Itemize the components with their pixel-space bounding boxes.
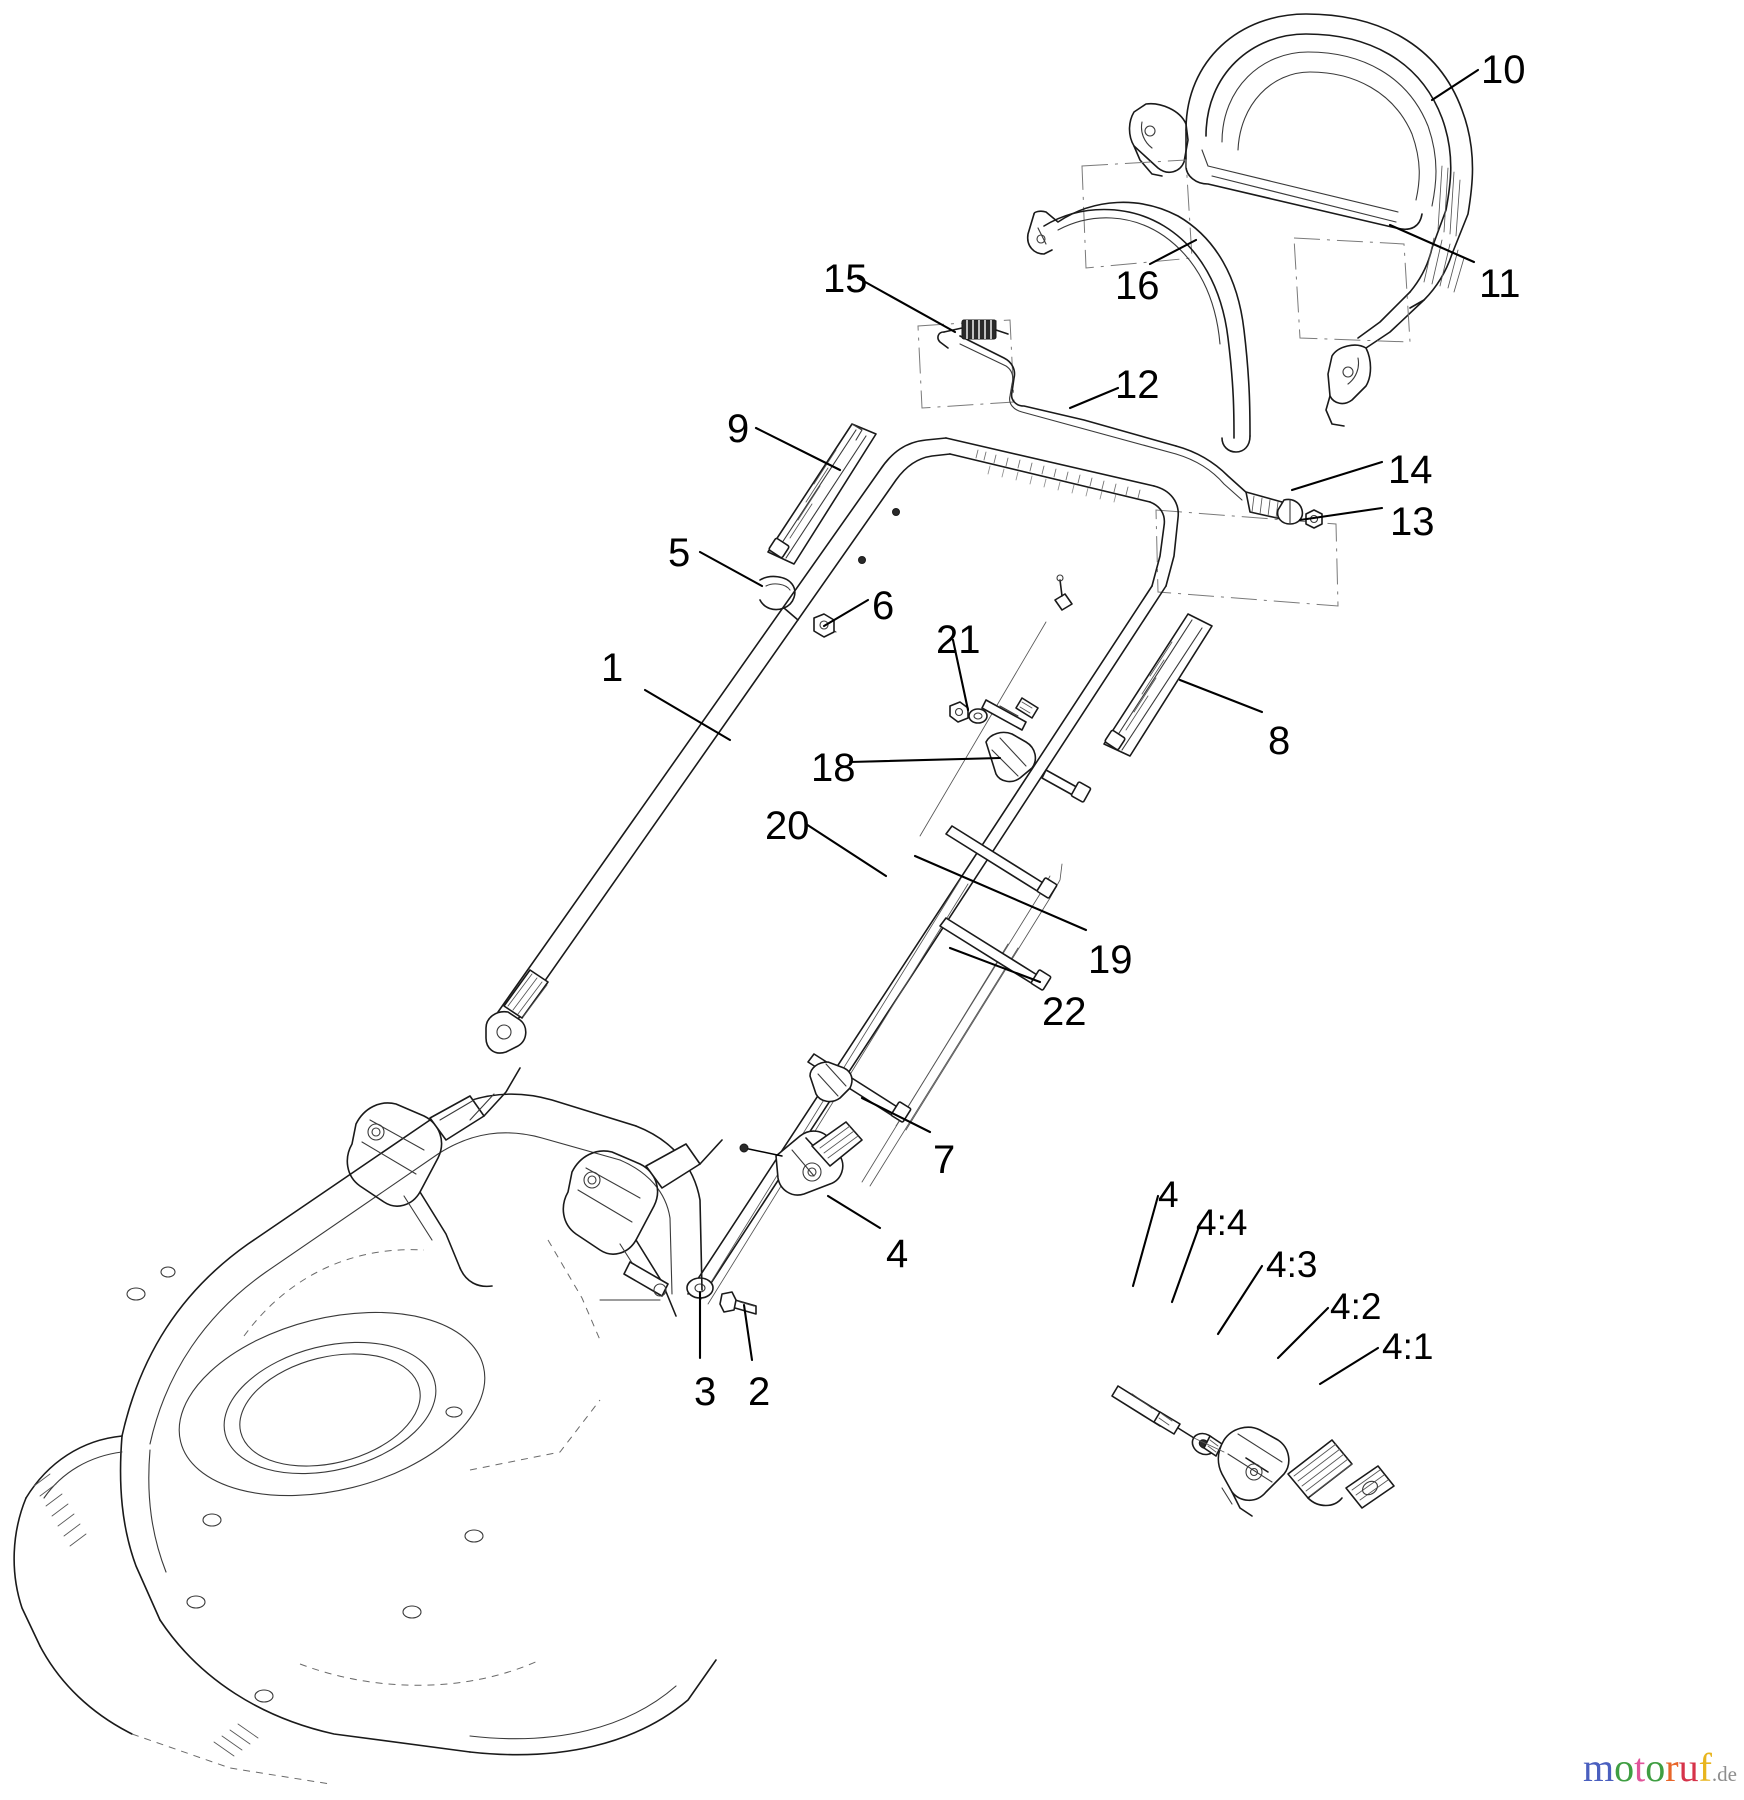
handle-mount-bracket-left: [346, 969, 549, 1288]
callout-label-4-detail: 4: [1158, 1174, 1179, 1215]
watermark-letter-o1: o: [1614, 1745, 1635, 1790]
callout-label-16: 16: [1115, 264, 1160, 308]
detail-part-4-2-ribbed-knob: [1287, 1439, 1353, 1507]
extension-spring-part-15: [937, 319, 1009, 349]
callout-label-9: 9: [727, 407, 750, 451]
carriage-bolt-part-2: [719, 1291, 757, 1315]
callout-label-4-2: 4:2: [1330, 1286, 1382, 1327]
detail-part-4-1-ribbed-nut: [1345, 1465, 1395, 1509]
detail-part-4-4-washer: [1191, 1432, 1223, 1457]
control-rods-19-20-22: [699, 574, 1073, 1305]
callout-label-4: 4: [886, 1232, 909, 1276]
watermark-letter-u: u: [1678, 1745, 1699, 1790]
callout-label-11: 11: [1479, 262, 1521, 306]
hinge-plate-part-8: [1103, 613, 1213, 757]
callout-label-22: 22: [1042, 990, 1087, 1034]
spacer-part-7: [809, 1061, 853, 1103]
callout-label-3: 3: [694, 1370, 717, 1414]
detail-part-4-pin: [1111, 1385, 1195, 1439]
handle-mount-bracket-right: [547, 1139, 723, 1341]
watermark-letter-f: f: [1698, 1745, 1712, 1790]
callout-label-19: 19: [1088, 938, 1133, 982]
leader-lines: [643, 68, 1480, 1386]
motoruf-watermark: motoruf.de: [1583, 1748, 1737, 1788]
callout-label-1: 1: [601, 646, 624, 690]
handle-knob-part-4: [739, 1121, 863, 1196]
hairpin-clip-part-5: [759, 575, 799, 621]
hinge-plate-part-9: [767, 423, 877, 565]
lower-handle-frame-part-1: [497, 437, 1179, 1301]
callout-label-10: 10: [1481, 48, 1526, 92]
callout-label-6: 6: [872, 584, 895, 628]
callout-label-4-1: 4:1: [1382, 1326, 1434, 1367]
callout-label-4-4: 4:4: [1196, 1202, 1248, 1243]
watermark-suffix: .de: [1711, 1762, 1737, 1786]
watermark-letter-r: r: [1665, 1745, 1679, 1790]
callout-label-4-3: 4:3: [1266, 1244, 1318, 1285]
callout-label-18: 18: [811, 746, 856, 790]
watermark-letter-t: t: [1634, 1745, 1646, 1790]
knob-detail-exploded-assembly: [1111, 1385, 1395, 1517]
watermark-letter-o2: o: [1645, 1745, 1666, 1790]
callout-label-13: 13: [1390, 500, 1435, 544]
callout-label-14: 14: [1388, 448, 1433, 492]
cable-clamp-part-18: [985, 731, 1037, 783]
upper-handle-bar-part-10: [1128, 13, 1474, 427]
callout-label-21: 21: [936, 618, 981, 662]
control-bail-part-16: [1026, 201, 1251, 453]
callout-label-5: 5: [668, 531, 691, 575]
callout-label-20: 20: [765, 804, 810, 848]
callout-label-2: 2: [748, 1370, 771, 1414]
coil-spring-on-rail: [485, 969, 549, 1054]
mower-deck-housing: [13, 1093, 717, 1785]
watermark-letter-m: m: [1583, 1745, 1615, 1790]
callout-label-8: 8: [1268, 719, 1291, 763]
shoulder-screw: [1041, 769, 1092, 803]
callout-label-12: 12: [1115, 363, 1160, 407]
callout-label-7: 7: [933, 1138, 956, 1182]
detail-part-4-3-lever: [1217, 1426, 1290, 1517]
callout-label-15: 15: [823, 257, 868, 301]
control-cable-part-12: [937, 319, 1323, 529]
clamp-bolt-part-21: [949, 697, 1039, 731]
